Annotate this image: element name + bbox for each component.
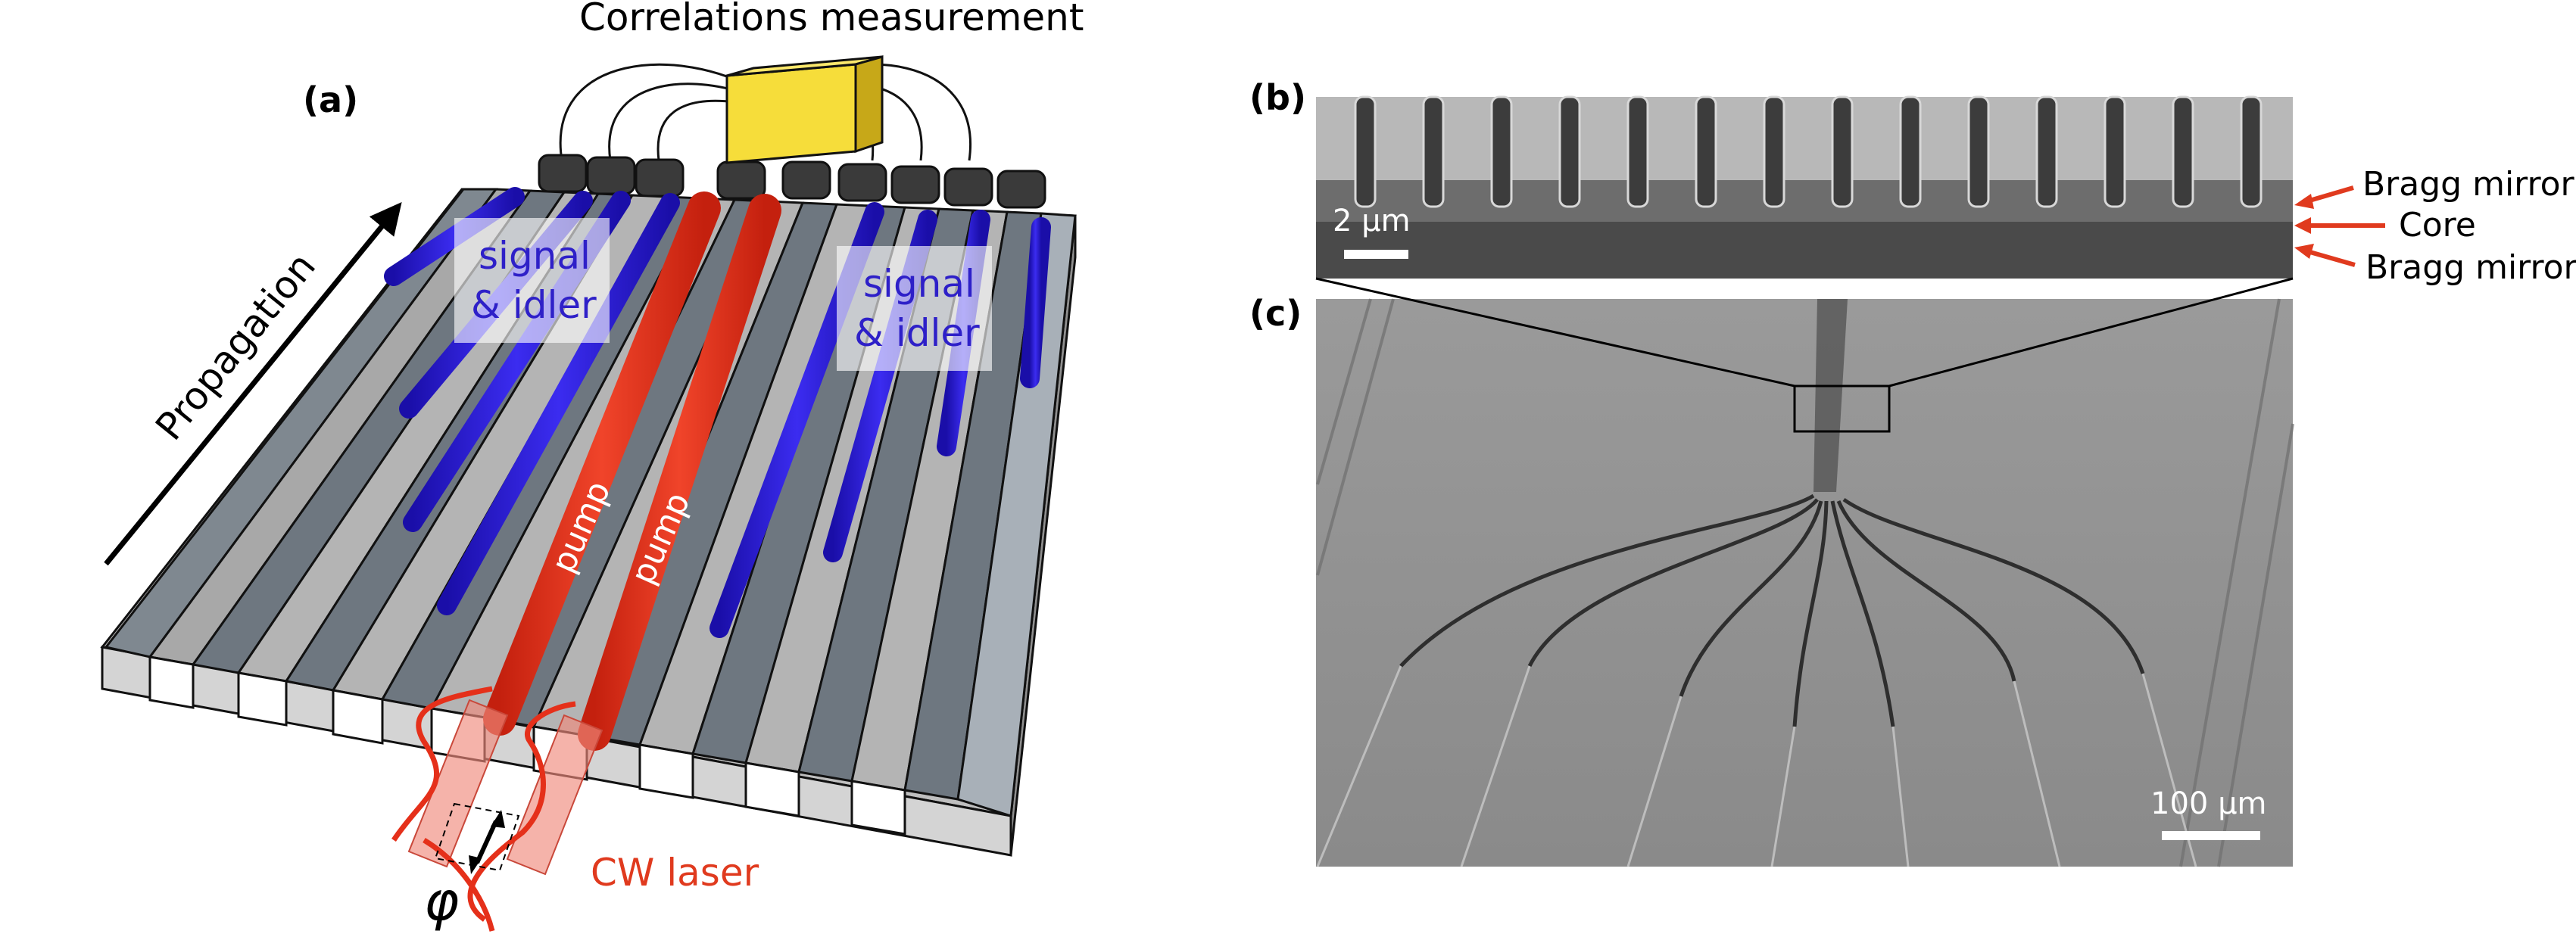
zoom-lines bbox=[1315, 277, 2294, 388]
sem-groove bbox=[1899, 95, 1922, 208]
sem-groove bbox=[1422, 95, 1445, 208]
front-notches bbox=[148, 655, 906, 836]
sem-groove bbox=[2035, 95, 2058, 208]
signal-idler-right: signal & idler bbox=[837, 246, 992, 371]
signal-right-line2: & idler bbox=[854, 311, 980, 355]
sem-groove bbox=[2104, 95, 2126, 208]
cw-laser-label: CW laser bbox=[591, 851, 759, 895]
panel-b: (b) 2 µm Bragg mirror Core Bragg mirror bbox=[1249, 77, 2576, 287]
scale-c-label: 100 µm bbox=[2150, 786, 2266, 821]
sem-cross-section: 2 µm bbox=[1316, 95, 2293, 279]
sem-top-view: 100 µm bbox=[1316, 298, 2294, 867]
pump-rod-2 bbox=[578, 194, 781, 751]
correlations-title: Correlations measurement bbox=[579, 0, 1084, 39]
signal-left-line2: & idler bbox=[471, 283, 597, 327]
signal-idler-left: signal & idler bbox=[454, 218, 610, 343]
signal-right-line1: signal bbox=[863, 262, 975, 306]
layer-annotations: Bragg mirror Core Bragg mirror bbox=[2294, 165, 2576, 287]
layer-label-core: Core bbox=[2399, 206, 2476, 244]
sem-groove bbox=[1354, 95, 1377, 208]
panel-c: (c) bbox=[1249, 277, 2294, 867]
signal-left-line1: signal bbox=[479, 234, 591, 278]
panel-c-label: (c) bbox=[1249, 293, 1302, 334]
scale-b-label: 2 µm bbox=[1333, 204, 1411, 238]
panel-b-label: (b) bbox=[1249, 77, 1306, 118]
sem-grooves bbox=[1354, 95, 2263, 208]
sem-groove bbox=[2172, 95, 2194, 208]
sem-groove bbox=[1763, 95, 1785, 208]
fanout-waveguides bbox=[1399, 493, 2145, 727]
sem-groove bbox=[1967, 95, 1990, 208]
sem-groove bbox=[1831, 95, 1854, 208]
sem-groove bbox=[1490, 95, 1513, 208]
scale-b-bar bbox=[1344, 250, 1408, 259]
detector-row bbox=[538, 154, 1046, 209]
correlations-box bbox=[725, 55, 884, 164]
pump-rods bbox=[483, 191, 781, 751]
scale-c-bar bbox=[2162, 831, 2260, 840]
sem-groove bbox=[1558, 95, 1581, 208]
panel-a-label: (a) bbox=[303, 79, 358, 120]
pump-rod-1 bbox=[483, 191, 721, 736]
input-beams bbox=[391, 686, 603, 932]
layer-label-bottom-mirror: Bragg mirror bbox=[2365, 248, 2576, 287]
panel-a: (a) Correlations measurement bbox=[100, 0, 1084, 932]
layer-label-top-mirror: Bragg mirror bbox=[2362, 165, 2575, 204]
sem-groove bbox=[1695, 95, 1717, 208]
sem-groove bbox=[1626, 95, 1649, 208]
phase-symbol: φ bbox=[424, 870, 459, 932]
sem-groove bbox=[2240, 95, 2263, 208]
